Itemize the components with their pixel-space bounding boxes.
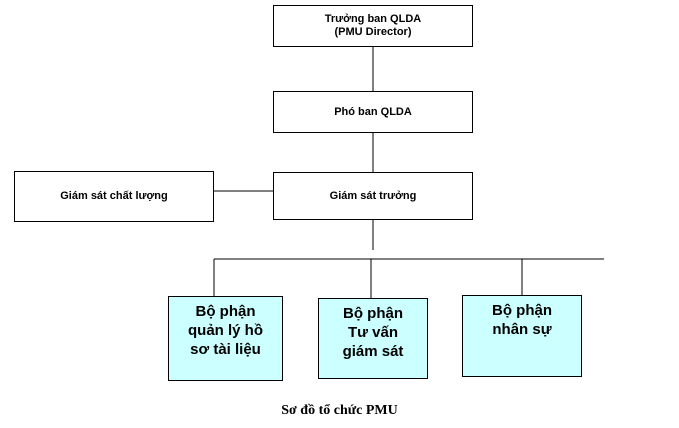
director-box: Trưởng ban QLDA (PMU Director) <box>273 5 473 47</box>
deputy-box: Phó ban QLDA <box>273 91 473 133</box>
unit-hr-box: Bộ phận nhân sự <box>462 295 582 377</box>
director-title: Trưởng ban QLDA <box>324 13 422 25</box>
diagram-caption: Sơ đồ tổ chức PMU <box>281 403 398 418</box>
quality-supervisor-title: Giám sát chất lượng <box>60 190 168 202</box>
unit-consulting-box: Bộ phận Tư vấn giám sát <box>318 298 428 379</box>
director-subtitle: (PMU Director) <box>334 26 412 38</box>
unit-consulting-line: giám sát <box>342 343 404 360</box>
quality-supervisor-box: Giám sát chất lượng <box>14 171 214 222</box>
unit-records-line: sơ tài liệu <box>190 341 261 358</box>
deputy-title: Phó ban QLDA <box>334 105 412 118</box>
chief-supervisor-title: Giám sát trưởng <box>329 189 417 202</box>
unit-records-box: Bộ phận quản lý hồ sơ tài liệu <box>168 296 283 381</box>
unit-consulting-line: Tư vấn <box>347 324 399 341</box>
chief-supervisor-box: Giám sát trưởng <box>273 172 473 220</box>
unit-consulting-line: Bộ phận <box>343 305 403 322</box>
unit-records-line: Bộ phận <box>195 303 256 320</box>
unit-hr-line: nhân sự <box>492 321 552 338</box>
unit-hr-line: Bộ phận <box>492 302 552 319</box>
unit-records-line: quản lý hồ <box>188 322 263 339</box>
